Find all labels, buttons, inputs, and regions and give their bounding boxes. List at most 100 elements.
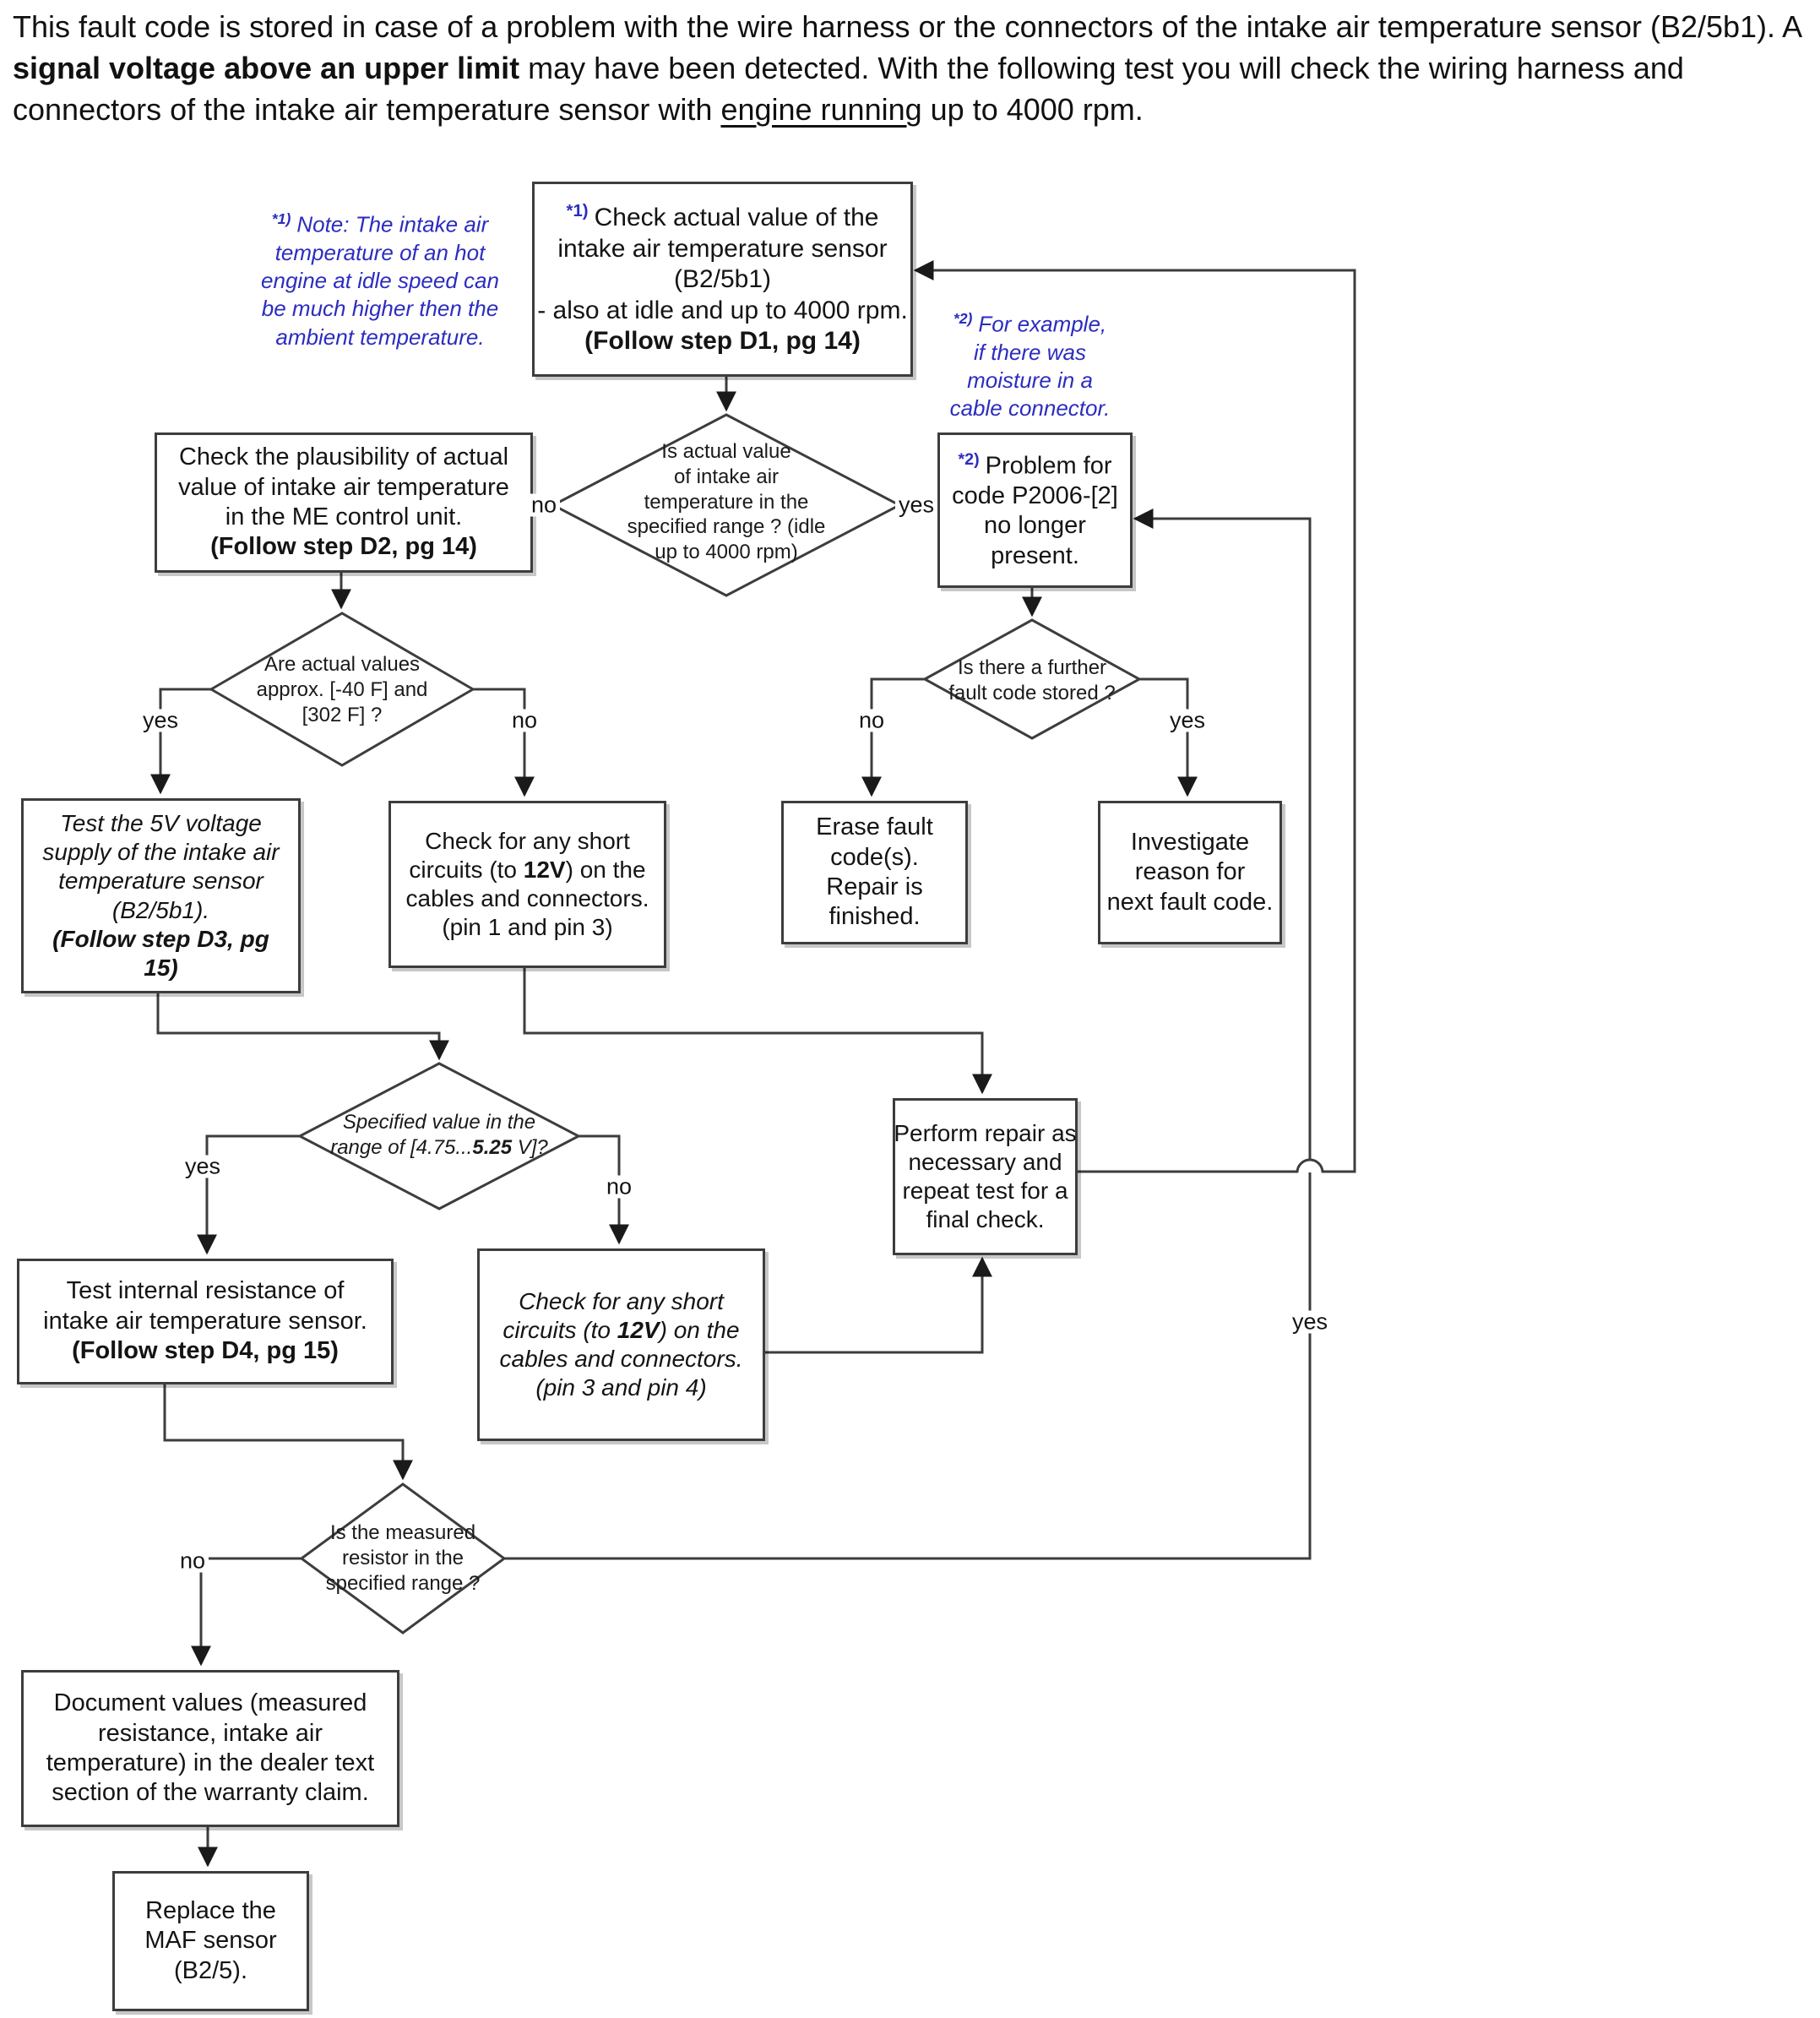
node-line: no longer bbox=[984, 512, 1086, 540]
decision-line: temperature in the bbox=[644, 490, 809, 514]
decision-resistor-in-range-shape bbox=[299, 1482, 507, 1635]
connector-pin34-to-repair bbox=[763, 1256, 992, 1354]
edge-label-d2-yes: yes bbox=[139, 709, 182, 732]
edge-label-d5-no: no bbox=[176, 1549, 209, 1573]
node-line: MAF sensor bbox=[144, 1927, 277, 1955]
intro-text-bold: signal voltage above an upper limit bbox=[13, 50, 520, 85]
connector-pin13-to-repair bbox=[523, 965, 992, 1095]
node-line: value of intake air temperature bbox=[178, 473, 509, 501]
node-line: necessary and bbox=[908, 1148, 1062, 1175]
decision-line: V]? bbox=[512, 1135, 548, 1159]
node-line: Check the plausibility of actual bbox=[178, 443, 509, 471]
node-erase-fault-codes: Erase fault code(s). Repair is finished. bbox=[781, 801, 968, 944]
node-check-short-pin3-4: Check for any short circuits (to 12V) on… bbox=[477, 1248, 765, 1441]
intro-text-2: may have been detected. With the followi… bbox=[13, 50, 1684, 127]
decision-line: Is there a further bbox=[957, 656, 1107, 679]
intro-paragraph: This fault code is stored in case of a p… bbox=[13, 7, 1808, 131]
connector-d3-no-to-erase bbox=[861, 677, 925, 797]
node-line: final check. bbox=[926, 1206, 1045, 1233]
node-perform-repair: Perform repair as necessary and repeat t… bbox=[893, 1098, 1078, 1255]
node-line: (Follow step D1, pg 14) bbox=[584, 327, 861, 356]
note-2-line: moisture in a bbox=[967, 367, 1093, 394]
edge-label-d4-no: no bbox=[602, 1175, 636, 1199]
node-test-5v-supply: Test the 5V voltage supply of the intake… bbox=[21, 798, 301, 993]
node-line: supply of the intake air bbox=[42, 839, 280, 866]
edge-label-d1-yes: yes bbox=[894, 493, 938, 517]
edge-label-d1-no: no bbox=[527, 493, 561, 517]
node-investigate-reason: Investigate reason for next fault code. bbox=[1098, 801, 1282, 944]
decision-further-fault-code: Is there a further fault code stored ? bbox=[905, 655, 1159, 706]
node-line: cables and connectors. bbox=[405, 885, 649, 911]
note-2-line: For example, bbox=[978, 311, 1107, 337]
intro-text-underlined: engine running bbox=[720, 91, 922, 127]
node-line: Test the 5V voltage bbox=[60, 810, 262, 837]
node-line: intake air temperature sensor. bbox=[43, 1307, 367, 1335]
decision-resistor-in-range: Is the measured resistor in the specifie… bbox=[293, 1520, 513, 1596]
decision-line: range of [4.75... bbox=[330, 1135, 473, 1159]
decision-line: fault code stored ? bbox=[948, 681, 1116, 704]
connector-d2-yes-to-test5v bbox=[150, 688, 211, 795]
node-line: code P2006-[2] bbox=[952, 481, 1118, 509]
note-moisture: *2) For example, if there was moisture in… bbox=[939, 309, 1121, 423]
node-line: next fault code. bbox=[1106, 888, 1274, 916]
note-1-line: temperature of an hot bbox=[274, 239, 486, 265]
node-line: ) on the bbox=[659, 1316, 740, 1343]
connector-d4-no-to-pin34 bbox=[579, 1134, 629, 1245]
node-replace-maf: Replace the MAF sensor (B2/5). bbox=[112, 1871, 309, 2011]
node-problem-marker: *2) bbox=[958, 449, 980, 469]
edge-label-d5-yes: yes bbox=[1288, 1310, 1332, 1334]
note-1-line: be much higher then the bbox=[261, 296, 499, 322]
connector-d2-no-to-pin13 bbox=[473, 688, 535, 797]
connector-repair-loop-hop bbox=[1296, 1158, 1324, 1173]
decision-specified-value-range: Specified value in the range of [4.75...… bbox=[296, 1110, 583, 1161]
note-1-line: ambient temperature. bbox=[275, 324, 485, 350]
node-check-short-pin1-3: Check for any short circuits (to 12V) on… bbox=[388, 801, 666, 968]
node-line: Perform repair as bbox=[894, 1119, 1077, 1146]
node-line: 12V bbox=[523, 856, 566, 883]
connector-d5-no-to-document bbox=[191, 1557, 302, 1667]
decision-actual-value-in-range: Is actual value of intake air temperatur… bbox=[583, 439, 870, 565]
connector-resistance-to-d5 bbox=[163, 1382, 413, 1481]
node-line: Investigate bbox=[1130, 828, 1250, 856]
node-line: (Follow step D4, pg 15) bbox=[72, 1337, 339, 1365]
node-check-actual-marker: *1) bbox=[566, 202, 589, 221]
node-line: (pin 3 and pin 4) bbox=[535, 1374, 707, 1401]
node-document-values: Document values (measured resistance, in… bbox=[21, 1670, 399, 1827]
node-line: temperature) in the dealer text bbox=[46, 1749, 375, 1776]
edge-label-d2-no: no bbox=[508, 709, 541, 732]
note-2-line: cable connector. bbox=[949, 395, 1111, 422]
edge-label-d3-no: no bbox=[855, 709, 888, 732]
node-line: Test internal resistance of bbox=[66, 1277, 345, 1305]
node-line: Replace the bbox=[145, 1896, 276, 1924]
node-line: present. bbox=[991, 541, 1079, 569]
decision-line: approx. [-40 F] and bbox=[256, 677, 428, 701]
connector-d5-yes-to-problem bbox=[504, 509, 1312, 1560]
connector-d4-yes-to-resistance bbox=[197, 1134, 300, 1255]
note-2-marker: *2) bbox=[953, 310, 973, 327]
node-line: section of the warranty claim. bbox=[52, 1779, 369, 1807]
decision-line: resistor in the bbox=[341, 1546, 465, 1569]
node-line: - also at idle and up to 4000 rpm. bbox=[537, 296, 908, 324]
note-intake-temperature: *1)Note: The intake air temperature of a… bbox=[245, 209, 515, 351]
node-line: repeat test for a bbox=[902, 1178, 1068, 1204]
decision-values-approx: Are actual values approx. [-40 F] and [3… bbox=[207, 652, 477, 727]
decision-line: Is the measured bbox=[329, 1521, 476, 1544]
edge-label-d3-yes: yes bbox=[1165, 709, 1209, 732]
edge-label-d4-yes: yes bbox=[181, 1155, 225, 1178]
node-line: resistance, intake air bbox=[98, 1719, 323, 1747]
node-line: (Follow step D3, pg bbox=[52, 925, 269, 952]
decision-line: specified range ? bbox=[325, 1571, 481, 1595]
node-line: code(s). bbox=[830, 843, 919, 871]
decision-line: of intake air bbox=[673, 465, 780, 488]
decision-values-approx-shape bbox=[209, 612, 475, 767]
node-line: finished. bbox=[829, 903, 921, 931]
decision-line: Are actual values bbox=[263, 653, 421, 676]
node-line: (B2/5). bbox=[173, 1956, 248, 1984]
node-check-plausibility: Check the plausibility of actual value o… bbox=[155, 432, 533, 573]
decision-further-fault-code-shape bbox=[921, 618, 1143, 740]
node-line: (B2/5b1). bbox=[111, 896, 210, 923]
decision-line: specified range ? (idle bbox=[627, 515, 826, 539]
node-line: Document values (measured bbox=[53, 1689, 367, 1717]
note-2-line: if there was bbox=[974, 339, 1086, 365]
